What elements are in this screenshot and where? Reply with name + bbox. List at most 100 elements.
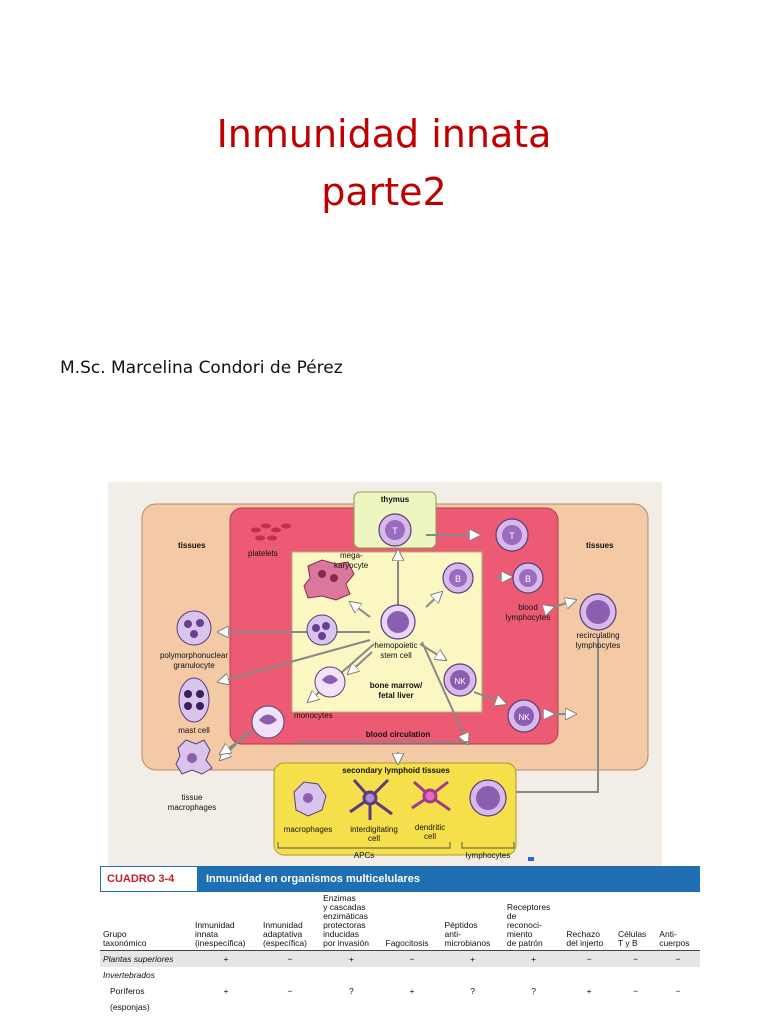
label-dendritic-1: dendritic xyxy=(415,823,445,832)
table-cell xyxy=(320,967,382,983)
t-cell-thymus: T xyxy=(378,513,412,547)
row-group: Plantas superiores xyxy=(100,950,192,967)
label-stem-cell-2: stem cell xyxy=(380,651,412,660)
table-cell xyxy=(320,999,382,1015)
table-cell: + xyxy=(586,986,592,996)
svg-text:B: B xyxy=(525,574,531,584)
table-cell xyxy=(260,967,320,983)
nk-cell-marrow: NK xyxy=(443,663,477,697)
column-header-line: miento xyxy=(506,929,533,939)
column-header-line: Anti- xyxy=(659,929,677,939)
column-header: Anti-cuerpos xyxy=(656,892,700,951)
table-cell: − xyxy=(382,950,442,967)
table-cell: − xyxy=(614,950,657,967)
column-header-line: microbianos xyxy=(444,938,491,948)
svg-text:NK: NK xyxy=(518,713,530,722)
megakaryocyte xyxy=(303,559,355,601)
column-header-line: reconoci- xyxy=(506,920,542,930)
label-pmn-1: polymorphonuclear xyxy=(160,651,228,660)
slide-author: M.Sc. Marcelina Condori de Pérez xyxy=(60,358,343,378)
table-cell: + xyxy=(223,986,229,996)
table-cell: − xyxy=(633,986,639,996)
table-cell: + xyxy=(191,950,261,967)
table-cell: − xyxy=(287,986,293,996)
table-header-bar: CUADRO 3-4 Inmunidad en organismos multi… xyxy=(100,866,700,892)
slide-title-line2: parte2 xyxy=(321,170,447,214)
column-header-line: y cascadas xyxy=(323,902,366,912)
platelets xyxy=(251,523,291,541)
column-header-line: (inespecífica) xyxy=(194,938,246,948)
table-cell: + xyxy=(320,950,383,967)
column-header-line: taxonómico xyxy=(103,938,147,948)
pmn-granulocyte xyxy=(176,610,212,646)
label-megakaryocyte-1: mega- xyxy=(340,551,363,560)
table-cell xyxy=(192,967,260,983)
column-header-line: de xyxy=(506,911,517,921)
nk-cell-blood: NK xyxy=(507,699,541,733)
t-cell-blood: T xyxy=(495,518,529,552)
immunity-table: CUADRO 3-4 Inmunidad en organismos multi… xyxy=(100,866,700,1024)
table-cell xyxy=(615,967,656,983)
label-blood-lymphocytes-2: lymphocytes xyxy=(506,613,550,622)
table-cell xyxy=(563,999,615,1015)
svg-text:T: T xyxy=(392,526,398,536)
column-header-line: Grupo xyxy=(103,929,127,939)
svg-text:NK: NK xyxy=(454,677,466,686)
label-tissues-left: tissues xyxy=(178,541,206,550)
tissue-macrophage xyxy=(175,739,213,775)
slide-title-line1: Inmunidad innata xyxy=(216,112,552,156)
column-header-line: Fagocitosis xyxy=(385,938,429,948)
label-blood-lymphocytes-1: blood xyxy=(518,603,538,612)
interdigitating-cell xyxy=(349,778,393,820)
column-header-line: inducidas xyxy=(323,929,360,939)
label-tissue-macrophages-2: macrophages xyxy=(168,803,216,812)
table-row: (esponjas) xyxy=(100,999,700,1015)
table-cell: − xyxy=(563,950,615,967)
label-monocytes: monocytes xyxy=(294,711,333,720)
table-code: CUADRO 3-4 xyxy=(100,866,198,892)
recirculating-lymphocyte xyxy=(579,593,617,631)
column-header-line: (específica) xyxy=(263,938,307,948)
label-macrophages: macrophages xyxy=(284,825,332,834)
column-header-line: innata xyxy=(194,929,219,939)
table-caption: Inmunidad en organismos multicelulares xyxy=(206,873,420,885)
table-cell xyxy=(656,967,700,983)
decorative-mark xyxy=(528,857,534,861)
slt-macrophage xyxy=(293,781,327,817)
hematopoiesis-diagram: T T B B NK NK xyxy=(108,482,662,866)
column-header-line: Péptidos xyxy=(444,920,478,930)
column-header-line: Inmunidad xyxy=(194,920,235,930)
label-stem-cell-1: hemopoietic xyxy=(374,641,417,650)
column-header-line: adaptativa xyxy=(263,929,303,939)
table-cell xyxy=(441,999,503,1015)
label-dendritic-2: cell xyxy=(424,832,436,841)
label-bone-marrow-2: fetal liver xyxy=(378,691,413,700)
row-group: (esponjas) xyxy=(110,1002,150,1012)
svg-text:T: T xyxy=(509,531,515,541)
column-header-line: cuerpos xyxy=(659,938,690,948)
monocyte-blood xyxy=(251,705,285,739)
table-cell: − xyxy=(656,950,700,967)
label-mast-cell: mast cell xyxy=(178,726,210,735)
stem-cell xyxy=(380,604,416,640)
svg-text:B: B xyxy=(455,574,461,584)
label-recirculating-1: recirculating xyxy=(576,631,619,640)
table-cell xyxy=(656,999,700,1015)
label-recirculating-2: lymphocytes xyxy=(576,641,620,650)
table-cell xyxy=(260,999,320,1015)
column-header-line: Rechazo xyxy=(566,929,600,939)
table-cell xyxy=(615,999,656,1015)
column-header-line: por invasión xyxy=(323,938,369,948)
row-group: Poríferos xyxy=(110,986,145,996)
slt-lymphocyte xyxy=(469,779,507,817)
table-cell xyxy=(383,999,442,1015)
column-header-line: de patrón xyxy=(506,938,543,948)
table-cell: − xyxy=(675,986,681,996)
label-platelets: platelets xyxy=(248,549,278,558)
